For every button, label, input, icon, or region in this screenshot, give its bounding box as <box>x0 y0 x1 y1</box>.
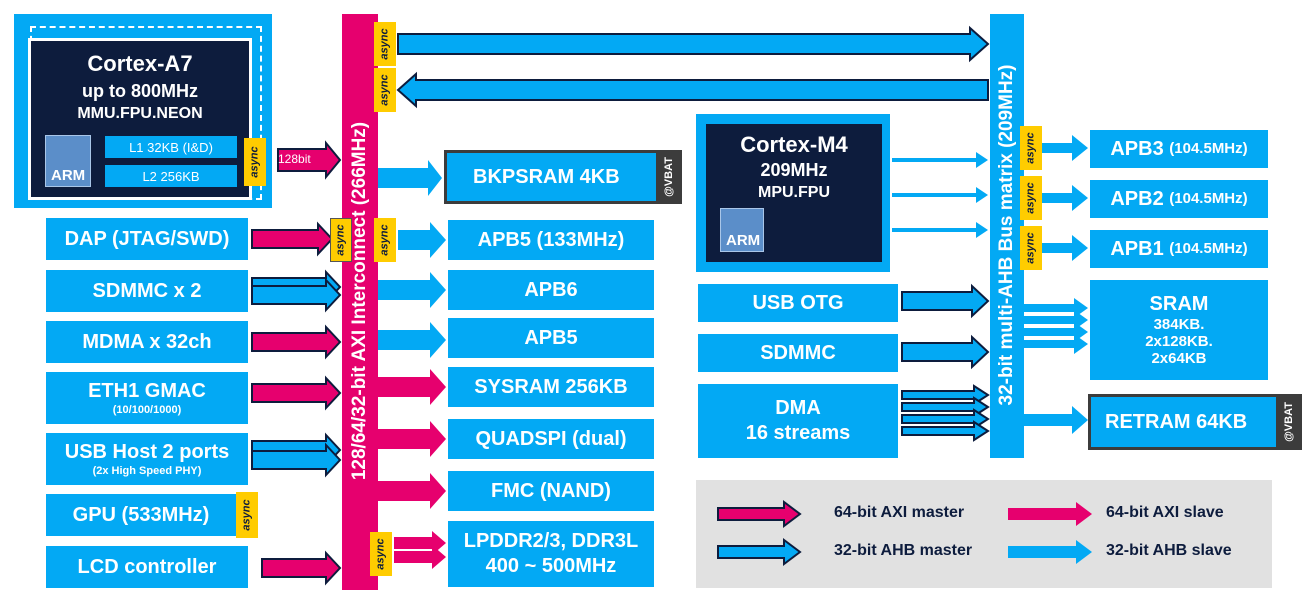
fmc-block: FMC (NAND) <box>448 471 654 511</box>
s-bus-label: S-Bus <box>918 218 950 230</box>
ahb-matrix-label: 32-bit multi-AHB Bus matrix (209MHz) <box>996 64 1017 406</box>
usbh-block: USB Host 2 ports(2x High Speed PHY) <box>46 433 248 485</box>
eth-sub: (10/100/1000) <box>112 403 182 416</box>
apb5b-block: APB5 <box>448 318 654 358</box>
legend-ahb-master-arrow <box>717 538 802 566</box>
dap-block: DAP (JTAG/SWD) <box>46 218 248 260</box>
cortex-a7-features: MMU.FPU.NEON <box>77 105 203 122</box>
a7-128bit-arrow <box>277 140 342 180</box>
lcd-block: LCD controller <box>46 546 248 588</box>
apb5a-block: APB5 (133MHz) <box>448 220 654 260</box>
async-apb3: async <box>1020 126 1042 170</box>
legend-axi-slave-arrow <box>1008 502 1092 526</box>
cortex-m4-freq: 209MHz <box>760 160 828 180</box>
legend-axi-master: 64-bit AXI master <box>834 504 965 521</box>
cortex-a7-freq: up to 800MHz <box>81 81 198 101</box>
sram-block: SRAM 384KB. 2x128KB. 2x64KB <box>1090 280 1268 380</box>
cortex-m4-title: Cortex-M4 <box>740 132 848 157</box>
l1-cache: L1 32KB (I&D) <box>105 136 237 158</box>
async-axi-top-2: async <box>374 68 396 112</box>
usbotg-block: USB OTG <box>698 284 898 322</box>
vbat-retram: @VBAT <box>1276 394 1302 450</box>
async-apb2: async <box>1020 176 1042 220</box>
cortex-m4-core: Cortex-M4 209MHz MPU.FPU ARM <box>706 124 882 262</box>
legend-axi-master-arrow <box>717 500 802 528</box>
apb6-block: APB6 <box>448 270 654 310</box>
legend-ahb-slave: 32-bit AHB slave <box>1106 542 1232 559</box>
legend-axi-slave: 64-bit AXI slave <box>1106 504 1224 521</box>
axi-interconnect-bar <box>342 14 378 590</box>
usbh-sub: (2x High Speed PHY) <box>92 464 202 477</box>
async-axi-top-1: async <box>374 22 396 66</box>
async-gpu: async <box>236 492 258 538</box>
gpu-block: GPU (533MHz) <box>46 494 236 536</box>
dap-arrow <box>251 221 334 257</box>
i-bus-label: I-Bus <box>918 148 946 160</box>
retram-block: RETRAM 64KB <box>1088 394 1302 450</box>
ahb-to-axi-arrow <box>396 71 989 109</box>
cortex-a7-core: Cortex-A7 up to 800MHz MMU.FPU.NEON ARM … <box>28 38 252 200</box>
bkpsram-block: BKPSRAM 4KB <box>444 150 682 204</box>
cortex-a7-title: Cortex-A7 <box>87 51 193 76</box>
sdmmc-right-block: SDMMC <box>698 334 898 372</box>
sysram-block: SYSRAM 256KB <box>448 367 654 407</box>
async-apb5: async <box>374 218 396 262</box>
quadspi-block: QUADSPI (dual) <box>448 419 654 459</box>
axi-to-ahb-arrow <box>397 25 990 63</box>
apb3-block: APB3 (104.5MHz) <box>1090 130 1268 168</box>
axi-interconnect-label: 128/64/32-bit AXI Interconnect (266MHz) <box>349 121 370 481</box>
legend-ahb-slave-arrow <box>1008 540 1092 564</box>
ahb-matrix-bar <box>990 14 1024 458</box>
mdma-block: MDMA x 32ch <box>46 321 248 363</box>
arm-logo-icon: ARM <box>45 135 91 187</box>
async-dap: async <box>330 218 352 262</box>
label-128bit: 128bit <box>278 152 311 166</box>
eth-block: ETH1 GMAC(10/100/1000) <box>46 372 248 424</box>
legend: 64-bit AXI master 32-bit AHB master 64-b… <box>696 480 1272 588</box>
arm-logo-m4-icon: ARM <box>720 208 764 252</box>
legend-arrows <box>717 500 1092 566</box>
apb1-block: APB1 (104.5MHz) <box>1090 230 1268 268</box>
async-ddr: async <box>370 532 392 576</box>
apb2-block: APB2 (104.5MHz) <box>1090 180 1268 218</box>
cortex-m4-features: MPU.FPU <box>758 184 830 201</box>
legend-ahb-master: 32-bit AHB master <box>834 542 973 559</box>
async-apb1: async <box>1020 226 1042 270</box>
async-a7: async <box>244 138 266 186</box>
vbat-bkpsram: @VBAT <box>656 150 682 204</box>
d-bus-label: D-Bus <box>918 183 951 195</box>
sdmmc2-block: SDMMC x 2 <box>46 270 248 312</box>
l2-cache: L2 256KB <box>105 165 237 187</box>
